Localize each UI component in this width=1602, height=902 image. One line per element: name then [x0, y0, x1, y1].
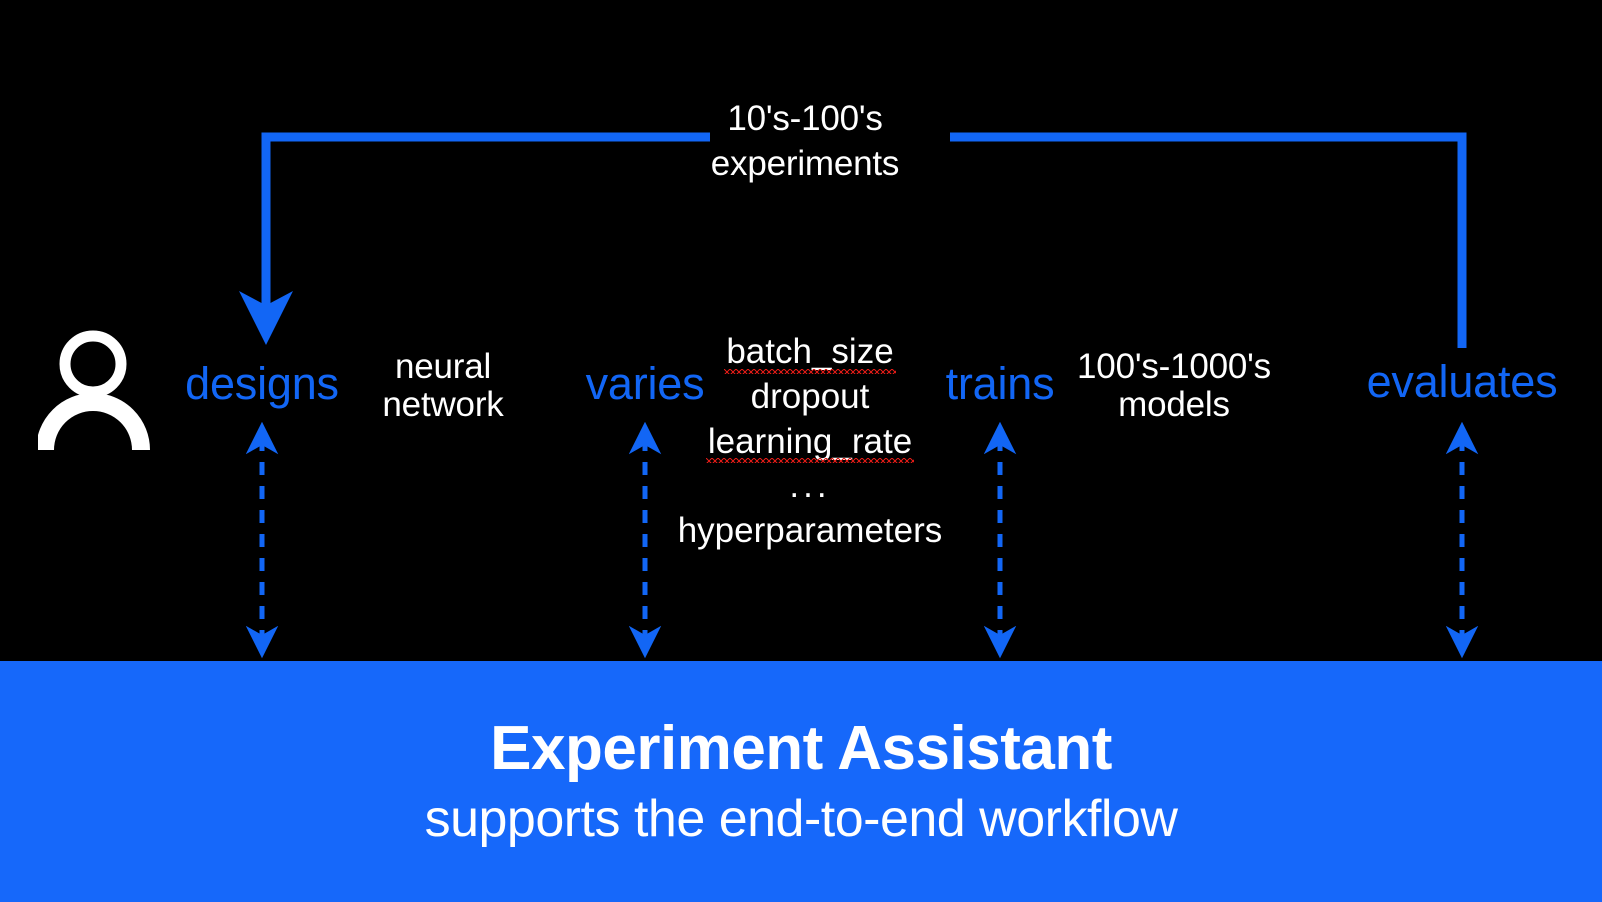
step-evaluates[interactable]: evaluates	[1366, 356, 1558, 407]
hyperparameter-ellipsis: ...	[789, 466, 831, 506]
step-designs[interactable]: designs	[185, 358, 339, 409]
person-icon	[36, 325, 153, 451]
hyperparameter-dropout: dropout	[750, 376, 870, 416]
banner-title: Experiment Assistant	[490, 714, 1112, 783]
person-icon-svg	[36, 330, 150, 451]
artifact-models-count: 100's-1000's models	[1077, 347, 1271, 424]
hyperparameter-batch-size: batch_size	[630, 330, 990, 375]
flow-line-evaluates-to-experiments	[950, 132, 1467, 348]
hyperparameter-learning-rate: learning_rate	[630, 420, 990, 465]
hyperparameter-caption: hyperparameters	[677, 511, 943, 551]
banner-subtitle: supports the end-to-end workflow	[424, 790, 1178, 848]
artifact-neural-network: neural network	[382, 347, 504, 424]
hyperparameter-list: batch_size dropout learning_rate ... hyp…	[630, 330, 990, 554]
experiment-assistant-banner: Experiment Assistant supports the end-to…	[0, 661, 1602, 902]
experiments-count-label: 10's-100's experiments	[710, 99, 900, 183]
